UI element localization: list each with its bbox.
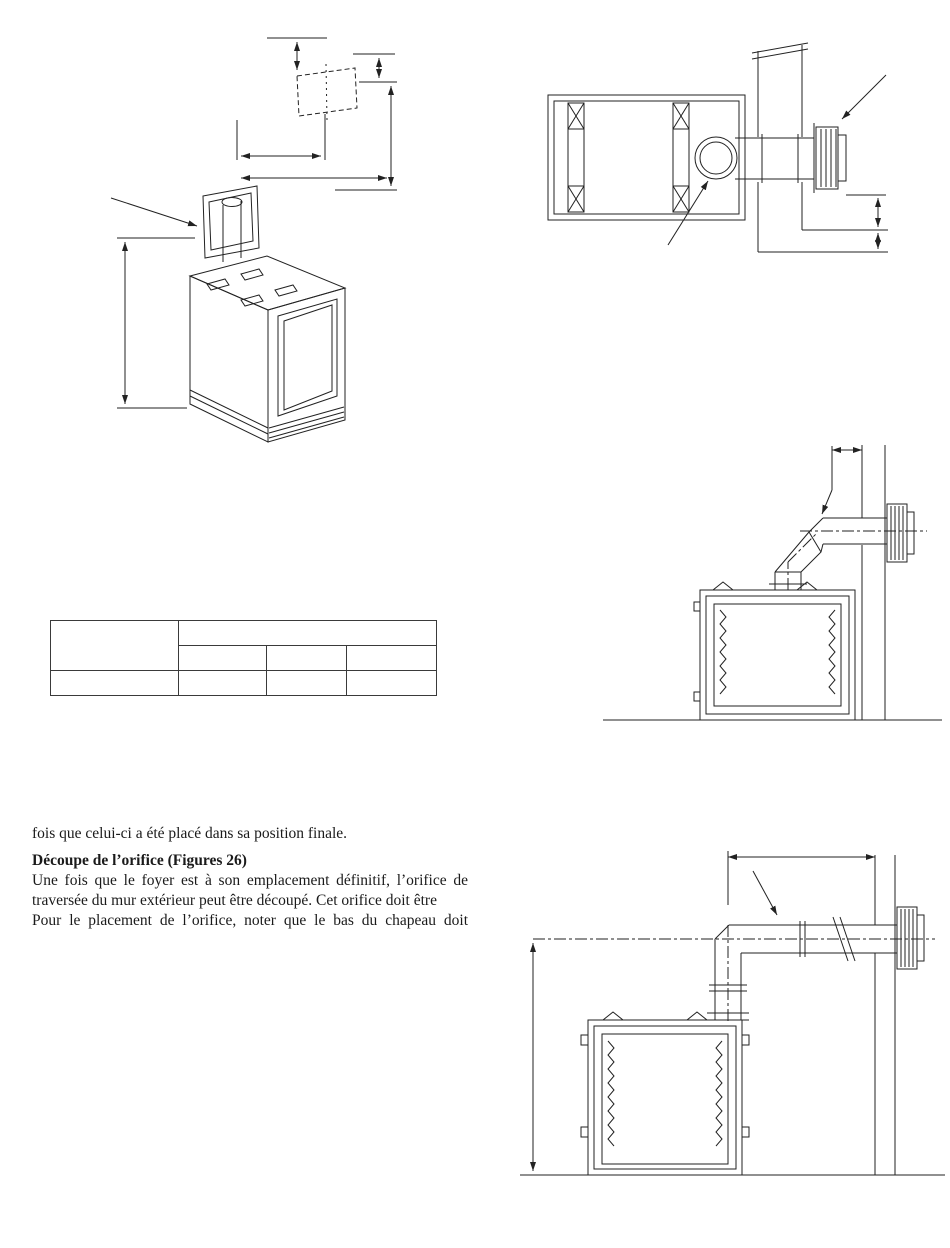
table-cell xyxy=(178,645,267,671)
vent-pipe-and-plate xyxy=(203,186,259,262)
dimension-lines xyxy=(668,75,886,249)
table-cell xyxy=(266,670,347,696)
vent-cap xyxy=(885,498,914,568)
fireplace-isometric xyxy=(190,256,345,442)
figure-isometric-vent-cutout xyxy=(95,8,470,468)
framing-plan xyxy=(548,95,745,220)
fireplace-side xyxy=(694,582,855,720)
table-cell xyxy=(50,620,179,671)
table-cell xyxy=(178,670,267,696)
vent-duct-and-cap xyxy=(695,123,846,193)
dimension-table xyxy=(50,620,437,696)
wall-section xyxy=(752,43,888,252)
table-cell xyxy=(266,645,347,671)
dimension-lines xyxy=(111,38,397,408)
fireplace-side xyxy=(581,1012,749,1175)
table-cell xyxy=(50,670,179,696)
wall-section xyxy=(862,445,885,720)
table-cell xyxy=(346,645,437,671)
wall-cutout-opening xyxy=(297,64,357,120)
figure-side-view-45-vent xyxy=(595,440,950,740)
paragraph-placement-orifice: Pour le placement de l’orifice, noter qu… xyxy=(32,912,468,929)
table-cell xyxy=(346,670,437,696)
vent-cap xyxy=(895,901,924,977)
paragraph-decoupe-orifice: Une fois que le foyer est à son emplacem… xyxy=(32,872,468,909)
table-cell xyxy=(178,620,437,646)
body-text-column: fois que celui-ci a été placé dans sa po… xyxy=(32,824,468,931)
figure-plan-view-vent xyxy=(540,35,950,285)
paragraph-position-finale: fois que celui-ci a été placé dans sa po… xyxy=(32,825,348,842)
wall-section xyxy=(875,855,895,1175)
figure-side-view-horizontal-vent xyxy=(515,845,950,1185)
dimension-lines xyxy=(530,851,875,1171)
heading-decoupe-orifice: Découpe de l’orifice (Figures 26) xyxy=(32,852,247,869)
dimension-lines xyxy=(822,446,862,514)
vent-pipe-horizontal xyxy=(533,917,935,1021)
